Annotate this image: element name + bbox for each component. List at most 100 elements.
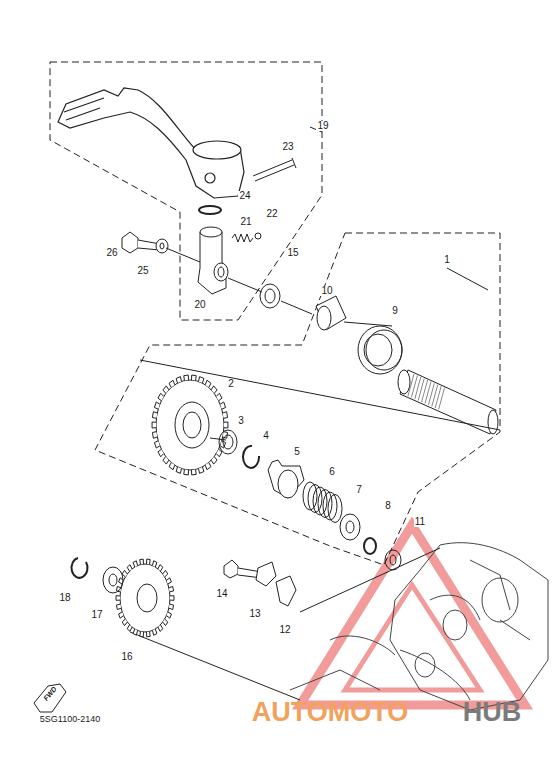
gear-tooth bbox=[223, 412, 228, 419]
gear-tooth bbox=[163, 386, 169, 394]
axis-line bbox=[281, 301, 312, 314]
callout-number: 12 bbox=[278, 625, 291, 635]
spline bbox=[415, 377, 421, 399]
group-outline bbox=[50, 62, 322, 320]
gear-tooth bbox=[176, 377, 181, 384]
bolt bbox=[122, 232, 168, 253]
gear-tooth bbox=[166, 612, 171, 618]
group-outline bbox=[95, 233, 500, 565]
collar bbox=[316, 296, 346, 330]
spline bbox=[439, 388, 445, 410]
kick-boss bbox=[198, 227, 228, 294]
gear-tooth bbox=[147, 631, 151, 636]
stopper-plate bbox=[256, 562, 276, 586]
gear-tooth bbox=[154, 441, 159, 448]
callout-number: 8 bbox=[384, 501, 392, 511]
spring-coil bbox=[323, 492, 337, 520]
gear-tooth bbox=[169, 463, 175, 470]
washer bbox=[340, 514, 360, 540]
spring-coil bbox=[308, 485, 322, 513]
gear-tooth bbox=[192, 469, 197, 475]
gear-tooth bbox=[127, 565, 132, 572]
axis-line bbox=[166, 248, 200, 262]
gear-tooth bbox=[152, 412, 157, 419]
torsion-spring bbox=[344, 322, 402, 374]
spline bbox=[425, 382, 431, 404]
callout-number: 14 bbox=[215, 589, 228, 599]
spline bbox=[408, 374, 414, 396]
callout-number: 11 bbox=[414, 517, 426, 527]
washer bbox=[103, 567, 123, 593]
callout-number: 25 bbox=[136, 266, 149, 276]
gear-tooth bbox=[158, 565, 163, 572]
gear-tooth bbox=[169, 586, 174, 591]
gear-tooth bbox=[133, 561, 137, 567]
gear-tooth bbox=[152, 561, 156, 567]
spline bbox=[428, 383, 434, 405]
gear-tooth bbox=[147, 559, 151, 564]
callout-number: 23 bbox=[281, 142, 294, 152]
gear-tooth bbox=[127, 625, 132, 632]
axis-line bbox=[130, 632, 300, 700]
callout-number: 13 bbox=[248, 609, 261, 619]
callout-number: 26 bbox=[105, 248, 118, 258]
kick-gear bbox=[156, 380, 224, 470]
o-ring bbox=[199, 206, 221, 214]
idler-gear bbox=[120, 564, 170, 632]
kick-lever bbox=[58, 88, 244, 198]
leader-line bbox=[447, 268, 488, 290]
gear-tooth bbox=[154, 402, 159, 409]
callout-number: 4 bbox=[262, 431, 270, 441]
gear-tooth bbox=[170, 596, 174, 601]
kick-guide bbox=[276, 576, 296, 606]
bolt bbox=[253, 158, 296, 181]
gear-tooth bbox=[199, 467, 204, 474]
gear-tooth bbox=[220, 402, 225, 409]
callout-number: 22 bbox=[265, 209, 278, 219]
gear-tooth bbox=[140, 631, 144, 636]
circlip bbox=[71, 558, 87, 578]
gear-tooth bbox=[158, 625, 163, 632]
gear-tooth bbox=[184, 469, 189, 475]
watermark: AUTOMOTO bbox=[252, 699, 409, 726]
gear-tooth bbox=[152, 432, 157, 439]
drawing-code: 5SG1100-2140 bbox=[40, 715, 100, 724]
callout-number: 6 bbox=[328, 467, 336, 477]
spring bbox=[232, 234, 253, 242]
fwd-arrow bbox=[34, 684, 66, 712]
gear-tooth bbox=[119, 612, 124, 618]
gear-tooth bbox=[211, 457, 217, 465]
gear-tooth bbox=[166, 578, 171, 584]
gear-tooth bbox=[116, 596, 120, 601]
callout-number: 18 bbox=[58, 593, 71, 603]
gear-tooth bbox=[163, 619, 168, 626]
gear-tooth bbox=[163, 570, 168, 577]
gear-tooth bbox=[192, 375, 197, 381]
spring-coil bbox=[303, 482, 317, 510]
gear-tooth bbox=[211, 386, 217, 394]
gear-tooth bbox=[140, 559, 144, 564]
gear-tooth bbox=[122, 619, 127, 626]
callout-number: 19 bbox=[316, 121, 329, 131]
circlip bbox=[243, 446, 259, 468]
spline bbox=[418, 379, 424, 401]
ratchet bbox=[268, 460, 304, 498]
watermark: HUB bbox=[463, 699, 522, 726]
callout-number: 1 bbox=[443, 255, 451, 265]
callout-number: 2 bbox=[227, 379, 235, 389]
ball bbox=[255, 233, 261, 239]
gear-tooth bbox=[152, 629, 156, 635]
gear-tooth bbox=[169, 604, 174, 609]
callout-number: 10 bbox=[320, 286, 333, 296]
callout-number: 17 bbox=[90, 610, 103, 620]
spring-coil bbox=[318, 490, 332, 518]
spline bbox=[432, 385, 438, 407]
gear-tooth bbox=[205, 463, 211, 470]
crankcase bbox=[290, 543, 548, 710]
gear-tooth bbox=[205, 380, 211, 387]
gear-tooth bbox=[158, 449, 164, 457]
gear-tooth bbox=[199, 377, 204, 384]
callout-number: 9 bbox=[391, 306, 399, 316]
callout-number: 7 bbox=[355, 485, 363, 495]
callout-number: 15 bbox=[286, 248, 299, 258]
